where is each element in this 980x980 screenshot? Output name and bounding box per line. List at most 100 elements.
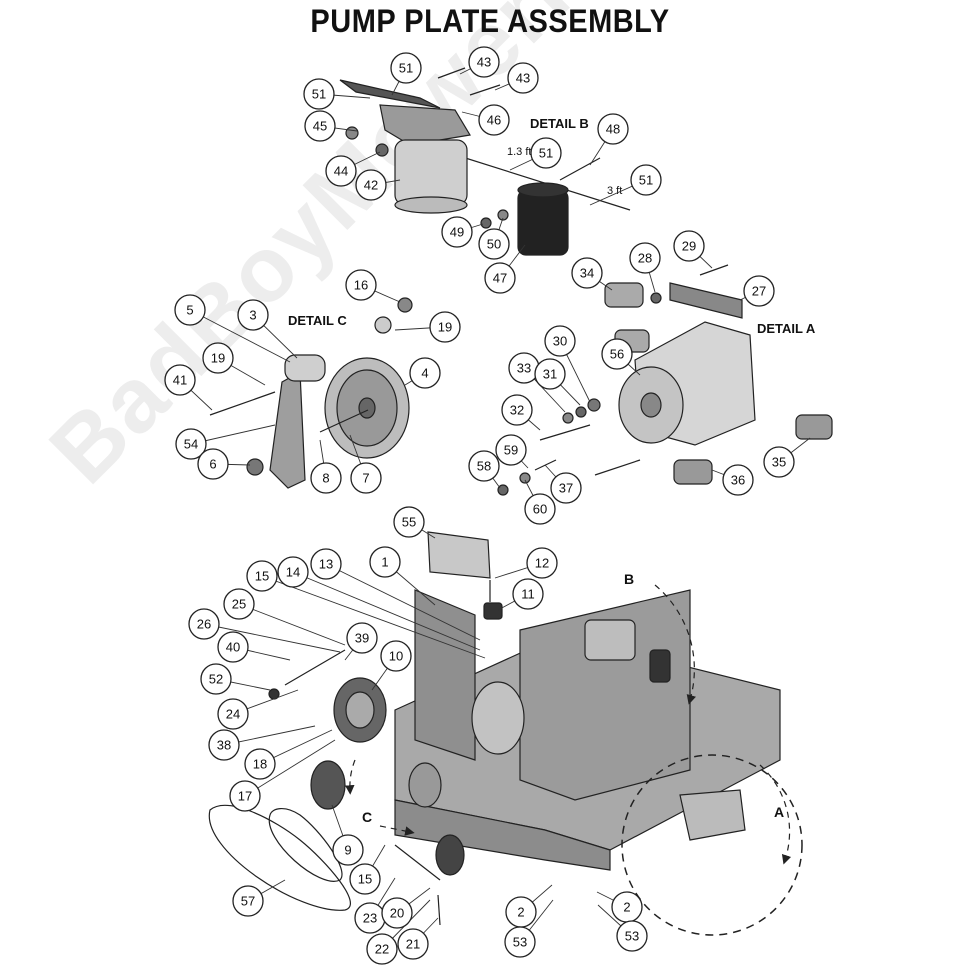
callout-51: 51 (303, 78, 335, 110)
washer-31 (575, 406, 587, 418)
nut-6 (246, 458, 264, 476)
callout-number: 5 (186, 303, 193, 318)
callout-24: 24 (217, 698, 249, 730)
callout-26: 26 (188, 608, 220, 640)
callout-number: 7 (362, 471, 369, 486)
callout-circle (345, 269, 377, 301)
callout-number: 57 (241, 894, 255, 909)
callout-31: 31 (534, 358, 566, 390)
washer-50 (497, 209, 509, 221)
elbow-fitting-35 (795, 414, 833, 440)
leader-line-15 (261, 575, 486, 659)
callout-circle (277, 556, 309, 588)
bolt-43-b (469, 84, 501, 96)
callout-49: 49 (441, 216, 473, 248)
pulley-9 (310, 760, 346, 810)
callout-number: 3 (249, 308, 256, 323)
bolt-43-a (437, 67, 466, 79)
callout-circle (526, 547, 558, 579)
callout-circle (355, 169, 387, 201)
idler-bolt-7 (319, 409, 369, 433)
callout-circle (495, 434, 527, 466)
callout-6: 6 (197, 448, 229, 480)
callout-45: 45 (304, 110, 336, 142)
callout-number: 40 (226, 640, 240, 655)
callout-number: 48 (606, 122, 620, 137)
callout-number: 45 (313, 119, 327, 134)
detail-a-dashed-circle (621, 754, 803, 936)
callout-number: 31 (543, 367, 557, 382)
detail-c-label: DETAIL C (288, 313, 347, 328)
detail-b-label: DETAIL B (530, 116, 589, 131)
callout-circle (501, 394, 533, 426)
callout-34: 34 (571, 257, 603, 289)
callout-number: 10 (389, 649, 403, 664)
callout-43: 43 (468, 46, 500, 78)
callout-number: 34 (580, 266, 594, 281)
callout-circle (303, 78, 335, 110)
callout-40: 40 (217, 631, 249, 663)
callout-number: 39 (355, 631, 369, 646)
callout-2: 2 (611, 891, 643, 923)
callout-41: 41 (164, 364, 196, 396)
callout-39: 39 (346, 622, 378, 654)
callout-circle (507, 62, 539, 94)
callout-circle (484, 262, 516, 294)
callout-circle (601, 338, 633, 370)
drive-belt-57-inner (268, 808, 343, 882)
callout-number: 8 (322, 471, 329, 486)
callout-circle (325, 155, 357, 187)
callout-number: 43 (477, 55, 491, 70)
callout-circle (397, 928, 429, 960)
washer-33 (562, 412, 574, 424)
callout-number: 51 (399, 61, 413, 76)
callout-circle (512, 578, 544, 610)
pump-bracket-27 (669, 282, 743, 319)
nut-30 (587, 398, 601, 412)
callout-circle (429, 311, 461, 343)
callout-number: 19 (438, 320, 452, 335)
callout-circle (332, 834, 364, 866)
callout-circle (629, 242, 661, 274)
callout-number: 30 (553, 334, 567, 349)
bolt-29 (699, 264, 729, 276)
callout-circle (310, 462, 342, 494)
callout-number: 15 (358, 872, 372, 887)
callout-21: 21 (397, 928, 429, 960)
callout-circle (202, 342, 234, 374)
callout-30: 30 (544, 325, 576, 357)
callout-circle (366, 933, 398, 965)
view-arrow-c-label: C (362, 809, 372, 825)
callout-number: 28 (638, 251, 652, 266)
callout-59: 59 (495, 434, 527, 466)
detail-a-pump-group (497, 264, 833, 496)
callout-number: 2 (517, 905, 524, 920)
callout-number: 60 (533, 502, 547, 517)
callout-circle (246, 560, 278, 592)
callout-19: 19 (429, 311, 461, 343)
detail-c-view-arrow-a (344, 759, 356, 795)
callout-3: 3 (237, 299, 269, 331)
idler-pulley-hub (358, 397, 376, 419)
callout-number: 2 (623, 900, 630, 915)
callout-number: 35 (772, 455, 786, 470)
callout-17: 17 (229, 780, 261, 812)
callout-circle (380, 640, 412, 672)
bumper-11 (483, 602, 503, 620)
idler-arm-54 (269, 371, 306, 489)
screw-58 (497, 484, 509, 496)
callout-circle (743, 275, 775, 307)
callout-57: 57 (232, 885, 264, 917)
callout-circle (197, 448, 229, 480)
filter-head-bracket (379, 104, 471, 146)
callout-number: 23 (363, 911, 377, 926)
callout-circle (468, 46, 500, 78)
callout-47: 47 (484, 262, 516, 294)
callout-number: 51 (312, 87, 326, 102)
leader-line-25 (238, 603, 346, 646)
callout-number: 25 (232, 597, 246, 612)
callout-circle (524, 493, 556, 525)
callout-number: 22 (375, 942, 389, 957)
